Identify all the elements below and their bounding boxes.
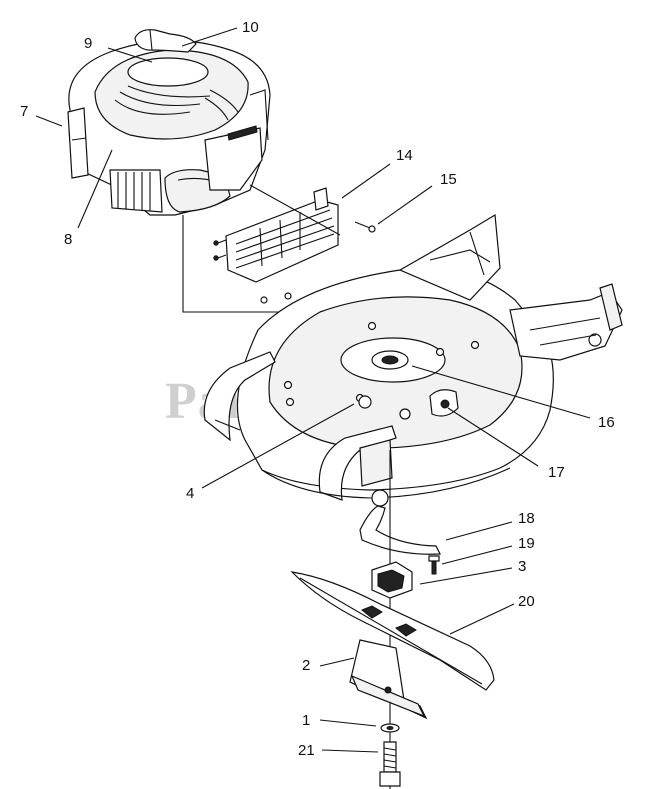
callout-4: 4 (186, 485, 194, 502)
callout-15: 15 (440, 171, 457, 188)
callout-2: 2 (302, 657, 310, 674)
callout-9: 9 (84, 35, 92, 52)
callout-20: 20 (518, 593, 535, 610)
blade-adapter-part-3 (371, 561, 413, 599)
callout-1: 1 (302, 712, 310, 729)
callout-labels: 9 10 7 8 14 15 16 4 17 18 19 3 20 2 1 21 (20, 19, 615, 759)
washer-part-1 (380, 723, 400, 733)
callout-19: 19 (518, 535, 535, 552)
blade-stiffener-part-18 (359, 489, 441, 555)
engine-deflector-line (249, 184, 341, 236)
leader-lines (35, 27, 591, 753)
callout-17: 17 (548, 464, 565, 481)
callout-21: 21 (298, 742, 315, 759)
grass-deflector (213, 187, 339, 283)
screw-part-15 (354, 221, 376, 233)
engine-assembly (67, 29, 271, 216)
bolt-part-21 (379, 741, 401, 787)
screw-part-19 (428, 555, 440, 575)
blade-part-20 (290, 571, 495, 691)
callout-3: 3 (518, 558, 526, 575)
callout-14: 14 (396, 147, 413, 164)
mulching-blade-part-2 (349, 639, 428, 720)
callout-16: 16 (598, 414, 615, 431)
callout-8: 8 (64, 231, 72, 248)
callout-18: 18 (518, 510, 535, 527)
callout-7: 7 (20, 103, 28, 120)
mower-deck (203, 213, 623, 501)
callout-10: 10 (242, 19, 259, 36)
